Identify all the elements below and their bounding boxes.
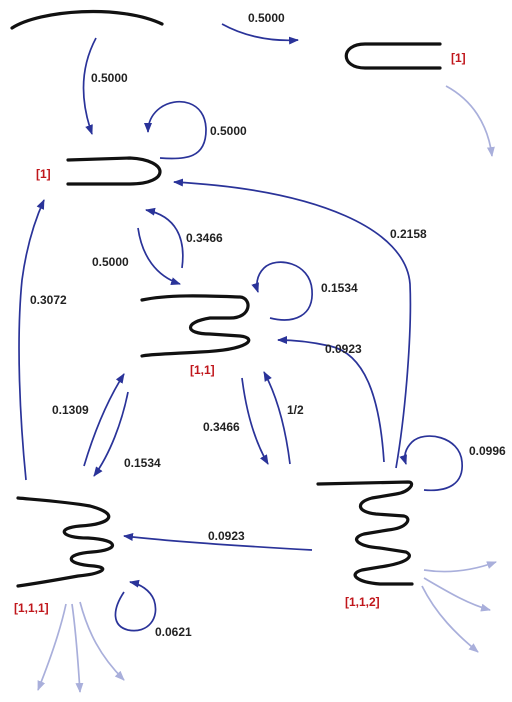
faded-edge-node111-2: [71, 603, 84, 693]
label-node112-to-node111: 0.0923: [208, 529, 245, 543]
label-node112-to-fold: 0.2158: [390, 227, 427, 241]
faded-edge-node111-3: [79, 601, 125, 681]
label-node112-self-loop: 0.0996: [469, 444, 506, 458]
label-fold-self-loop: 0.5000: [210, 124, 247, 138]
edge-fold-self-loop: [144, 100, 207, 160]
edge-node11-to-node111: [93, 391, 129, 477]
faded-edge-top-right: [445, 85, 495, 157]
edge-node11-to-fold: [145, 207, 184, 269]
label-top-to-top-right: 0.5000: [248, 11, 285, 25]
node-11-shape: [140, 294, 251, 358]
faded-edge-node111-1: [37, 603, 67, 691]
edge-top-to-top-right: [221, 23, 299, 45]
label-node112-up-to-node11: 1/2: [287, 403, 304, 417]
fold-left-shape: [66, 156, 162, 186]
label-node11-to-node111: 0.1534: [124, 456, 161, 470]
edge-node112-self-loop: [399, 435, 463, 492]
label-top-to-fold: 0.5000: [91, 71, 128, 85]
edge-node112-to-fold: [173, 178, 412, 469]
edge-node111-to-fold: [18, 199, 45, 481]
faded-edge-node112-1: [423, 561, 497, 573]
label-node111-to-fold: 0.3072: [30, 293, 67, 307]
tag-node-11: [1,1]: [190, 363, 215, 377]
edge-top-to-fold: [82, 37, 97, 135]
edge-node112-up-to-node11: [263, 371, 291, 465]
edge-node112-to-node11: [277, 336, 385, 463]
edge-node111-self-loop: [114, 579, 157, 632]
tag-fold-left: [1]: [36, 167, 51, 181]
top-right-fold-shape: [344, 42, 442, 70]
label-node111-self-loop: 0.0621: [155, 625, 192, 639]
top-arc-shape: [10, 9, 164, 30]
tag-node-112: [1,1,2]: [345, 595, 380, 609]
node-112-shape: [316, 480, 414, 586]
node-111-shape: [16, 496, 114, 588]
faded-edge-node112-2: [423, 577, 491, 612]
edge-node11-to-node112: [241, 377, 269, 465]
edge-node111-to-node11: [83, 373, 125, 467]
label-node112-to-node11: 0.0923: [325, 342, 362, 356]
tag-node-111: [1,1,1]: [14, 601, 49, 615]
label-fold-to-node11: 0.5000: [92, 255, 129, 269]
faded-edge-node112-3: [421, 585, 479, 653]
label-node11-self-loop: 0.1534: [321, 281, 358, 295]
edge-node112-to-node111: [123, 533, 313, 551]
edge-fold-to-node11: [137, 227, 181, 285]
label-node11-to-fold: 0.3466: [186, 231, 223, 245]
edge-node11-self-loop: [251, 261, 313, 321]
tag-top-right: [1]: [451, 51, 466, 65]
label-node111-to-node11: 0.1309: [52, 403, 89, 417]
label-node11-to-node112: 0.3466: [203, 420, 240, 434]
